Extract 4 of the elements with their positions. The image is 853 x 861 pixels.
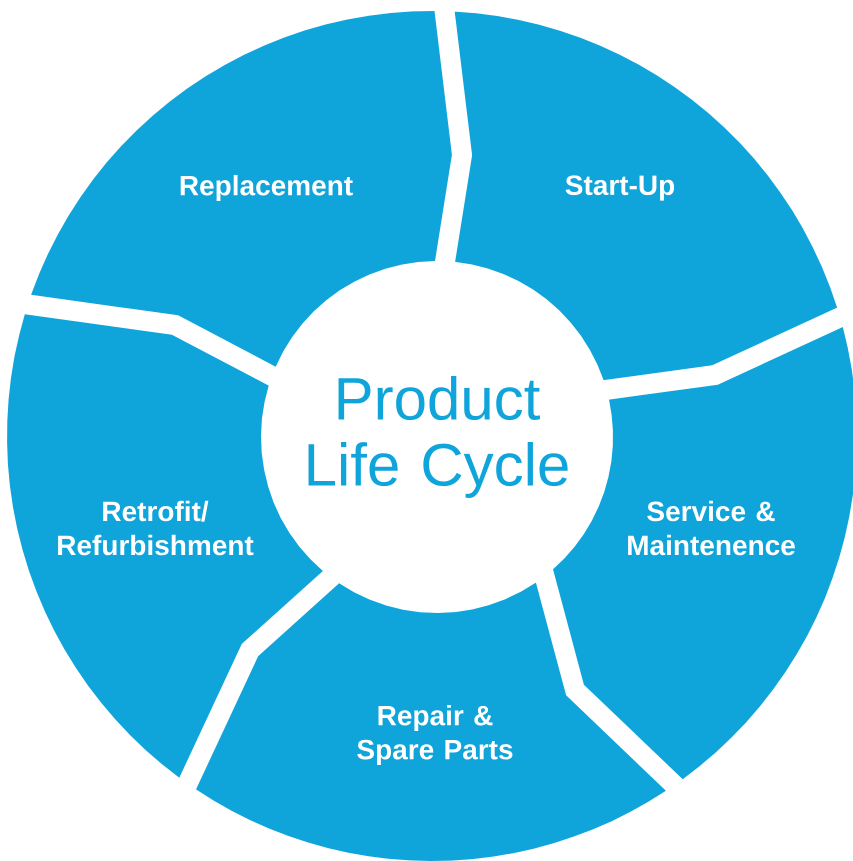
node-label: Service & Maintenence: [628, 500, 795, 556]
node-label: Repair & Spare Parts: [357, 704, 512, 766]
segment: Replacement: [31, 11, 452, 367]
segment: Repair & Spare Parts: [196, 582, 666, 861]
